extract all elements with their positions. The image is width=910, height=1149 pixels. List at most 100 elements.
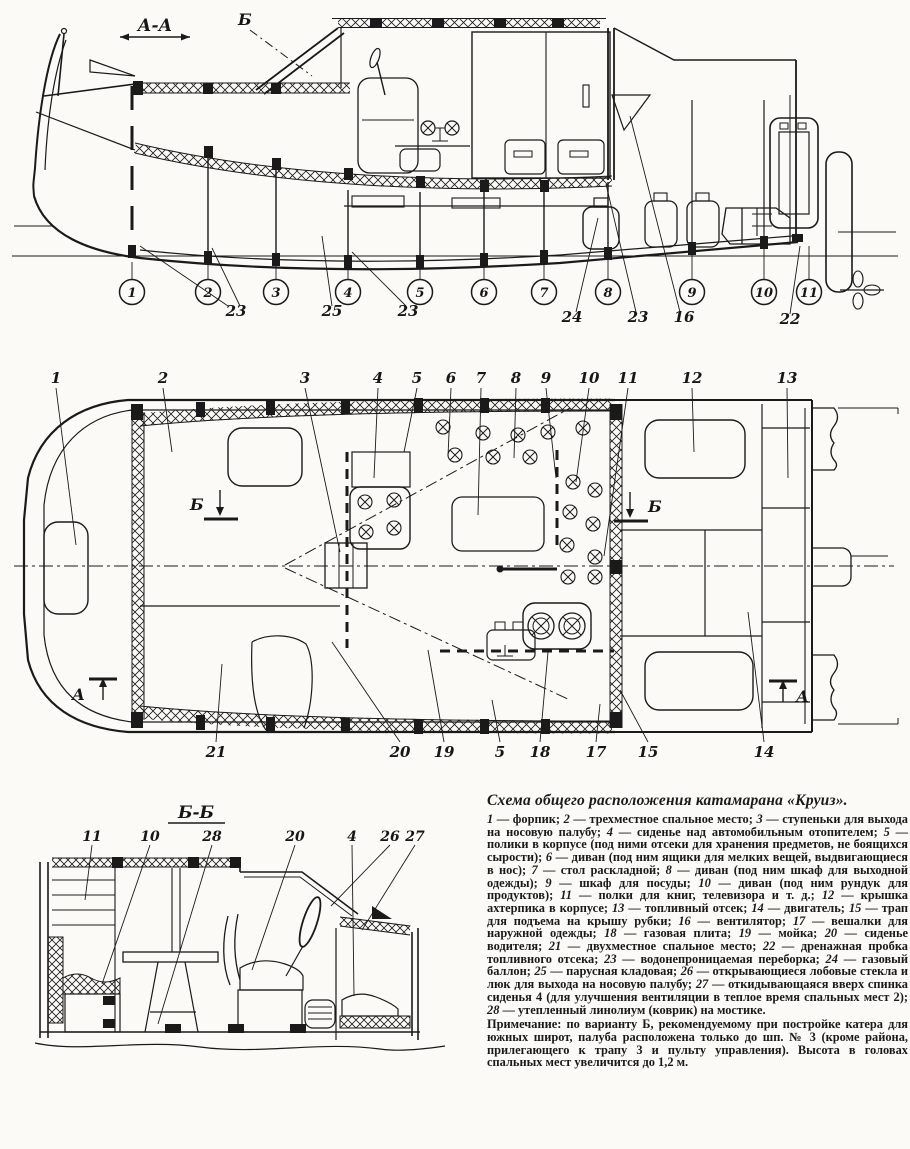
callout-label: 28 [201, 829, 222, 845]
legend-item-number: 6 [545, 850, 553, 865]
leader-line [629, 115, 681, 313]
crossed-circle-symbol [475, 425, 491, 441]
hull-profile [32, 27, 799, 271]
callout-label: 21 [205, 743, 227, 761]
leader-line [211, 247, 241, 307]
section-mark-b-right: Б [647, 497, 662, 516]
legend-item-number: 2 [563, 812, 570, 826]
crossed-circle-symbol [560, 569, 576, 585]
section-mark-a-left: А [71, 685, 85, 704]
crossed-circle-symbol [587, 569, 603, 585]
callout-label: 23 [627, 308, 649, 326]
crossed-circle-symbol [510, 427, 526, 443]
leader-line [403, 387, 418, 453]
interior-furniture [344, 31, 611, 209]
leader-line [545, 387, 557, 479]
leader-line [539, 651, 549, 743]
legend-item-number: 17 [792, 913, 806, 928]
note-paragraph: Примечание: по варианту Б, рекомендуемом… [487, 1018, 908, 1069]
crossed-circle-symbol [587, 549, 603, 565]
cross-section-drawing: Б-Б [34, 803, 446, 1051]
station-circle [594, 278, 622, 306]
callout-label: 12 [682, 369, 703, 387]
callout-label: 9 [687, 286, 696, 301]
crossed-circle-symbol [522, 449, 538, 465]
callout-label: 7 [539, 286, 548, 301]
leader-line [373, 387, 379, 479]
legend-item-number: 15 [848, 900, 862, 915]
plan-section-marks: Б Б А А [71, 490, 809, 706]
leader-line [491, 699, 501, 743]
leader-line [595, 703, 601, 743]
legend-item-number: 21 [548, 939, 562, 954]
station-circle [334, 278, 362, 306]
callout-label: 11 [82, 829, 101, 845]
deck-bands [133, 18, 613, 192]
callout-label: 20 [284, 829, 305, 845]
legend-item-number: 28 [487, 1002, 500, 1017]
callout-label: 4 [373, 369, 383, 387]
leader-line [747, 611, 765, 743]
leader-line [351, 844, 355, 997]
crossed-circle-symbol [559, 537, 575, 553]
station-circle [795, 278, 823, 306]
leader-line [786, 387, 789, 479]
side-section-label: А-А [136, 16, 173, 36]
crossed-circle-symbol [562, 504, 578, 520]
crossed-circle-symbol [358, 524, 374, 540]
leader-line [330, 844, 391, 907]
legend-item-number: 7 [531, 862, 538, 877]
callout-label: 3 [271, 286, 280, 301]
legend-item-number: 10 [698, 875, 711, 890]
callout-label: 25 [321, 302, 343, 320]
crossed-circle-symbol [435, 419, 451, 435]
station-circle [530, 278, 558, 306]
leader-line [55, 387, 77, 546]
frame-feet [128, 236, 768, 268]
leader-line [321, 235, 333, 307]
callout-label: 18 [530, 743, 551, 761]
callout-label: 5 [412, 369, 422, 387]
callout-label: 23 [225, 302, 247, 320]
crossed-circle-symbol [575, 420, 591, 436]
legend-item-number: 27 [695, 977, 709, 992]
note-label: Примечание: [487, 1017, 562, 1032]
crossed-circle-symbol [585, 516, 601, 532]
note-text: по варианту Б, рекомендуемому при постро… [487, 1017, 908, 1070]
callout-label: 11 [800, 286, 818, 301]
station-circle [262, 278, 290, 306]
station-circle [750, 278, 778, 306]
section-furniture [47, 868, 411, 1040]
legend-item-number: 26 [680, 964, 694, 979]
legend-paragraph: 1 — форпик; 2 — трехместное спальное мес… [487, 812, 909, 1017]
callout-label: 10 [140, 829, 160, 845]
legend-item-number: 12 [821, 888, 835, 903]
section-view-label: Б-Б [177, 803, 215, 823]
callout-label: 1 [51, 369, 61, 387]
callout-label: 1 [127, 286, 136, 301]
crossed-circle-symbol [540, 424, 556, 440]
legend-item-number: 20 [824, 926, 838, 941]
cabin-structure [255, 27, 796, 180]
legend-item-number: 23 [604, 951, 617, 966]
callout-label: 2 [202, 286, 212, 301]
crossed-circle-symbol [485, 449, 501, 465]
crossed-circle-symbol [447, 447, 463, 463]
callout-label: 5 [495, 743, 505, 761]
callout-label: 2 [157, 369, 168, 387]
hull-frames [130, 86, 765, 268]
legend-item-number: 24 [825, 951, 838, 966]
plan-interior [43, 407, 762, 731]
legend-item-number: 16 [678, 913, 691, 928]
callout-label: 7 [476, 369, 487, 387]
callout-label: 10 [579, 369, 600, 387]
crossed-circle-symbol [357, 494, 373, 510]
station-circle [118, 278, 146, 306]
callout-label: 20 [389, 743, 411, 761]
leader-line [139, 245, 229, 307]
legend-item-number: 4 [606, 824, 613, 839]
